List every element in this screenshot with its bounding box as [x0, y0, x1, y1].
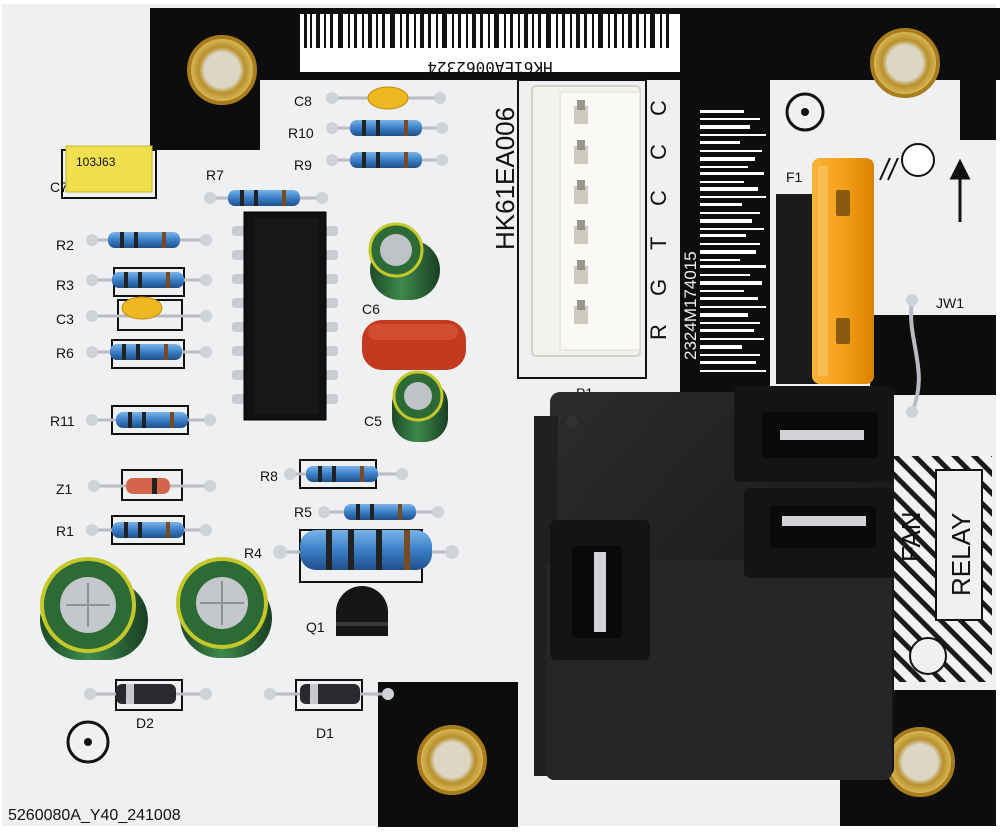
- label-jw1: JW1: [936, 295, 964, 311]
- relay-k: [534, 386, 894, 780]
- label-r4: R4: [244, 545, 262, 561]
- label-r11: R11: [50, 413, 75, 429]
- arrow-icon: [879, 157, 971, 222]
- label-c8: C8: [294, 93, 312, 109]
- label-r8: R8: [260, 468, 278, 484]
- label-d2: D2: [136, 715, 154, 731]
- label-q1: Q1: [306, 619, 325, 635]
- relay-label-relay: RELAY: [946, 513, 976, 596]
- svg-text:T: T: [646, 237, 671, 250]
- resistors: [86, 120, 459, 583]
- capacitor-c7: 103J63: [61, 145, 157, 199]
- fiducial-marks: [66, 92, 825, 764]
- footer-code: 5260080A_Y40_241008: [8, 807, 181, 824]
- electrolytic-capacitors: [40, 222, 448, 660]
- svg-text:C: C: [646, 190, 671, 206]
- serial-number: 2324M174015: [681, 251, 700, 360]
- svg-text:C: C: [646, 144, 671, 160]
- top-barcode: HK61EA0062324: [300, 14, 680, 77]
- mounting-holes: [187, 28, 955, 797]
- label-r9: R9: [294, 157, 312, 173]
- label-z1: Z1: [56, 481, 73, 497]
- label-f1: F1: [786, 169, 803, 185]
- label-c3: C3: [56, 311, 74, 327]
- c7-marking: 103J63: [76, 155, 116, 169]
- component-designators: C8 R10 R9 R7 C7 R2 R3 C3 R6 R11 Z1 R1 R8…: [50, 93, 964, 741]
- label-r3: R3: [56, 277, 74, 293]
- svg-text:G: G: [646, 279, 671, 296]
- label-c6: C6: [362, 301, 380, 317]
- transistor-q1: [336, 586, 388, 636]
- fuse-f1: [776, 158, 874, 384]
- p1-connector: [531, 85, 641, 357]
- zener-z1: [88, 469, 216, 501]
- film-capacitor-c6: [362, 320, 466, 370]
- svg-text:R: R: [646, 324, 671, 340]
- label-r10: R10: [288, 125, 314, 141]
- barcode-text: HK61EA0062324: [427, 58, 552, 77]
- label-d1: D1: [316, 725, 334, 741]
- jumper-jw1: [909, 299, 921, 413]
- label-r5: R5: [294, 504, 312, 520]
- label-r7: R7: [206, 167, 224, 183]
- svg-text:C: C: [646, 100, 671, 116]
- ic-chip: [232, 211, 338, 421]
- diodes: [84, 679, 394, 711]
- label-r1: R1: [56, 523, 74, 539]
- relay-label-fan: FAN: [896, 511, 926, 562]
- label-r2: R2: [56, 237, 74, 253]
- part-number: HK61EA006: [490, 107, 520, 250]
- terminal-labels: C C C T G R: [646, 100, 671, 340]
- label-c5: C5: [364, 413, 382, 429]
- ceramic-capacitors: [86, 86, 446, 331]
- label-r6: R6: [56, 345, 74, 361]
- label-c7: C7: [50, 179, 68, 195]
- side-barcode: [700, 110, 766, 372]
